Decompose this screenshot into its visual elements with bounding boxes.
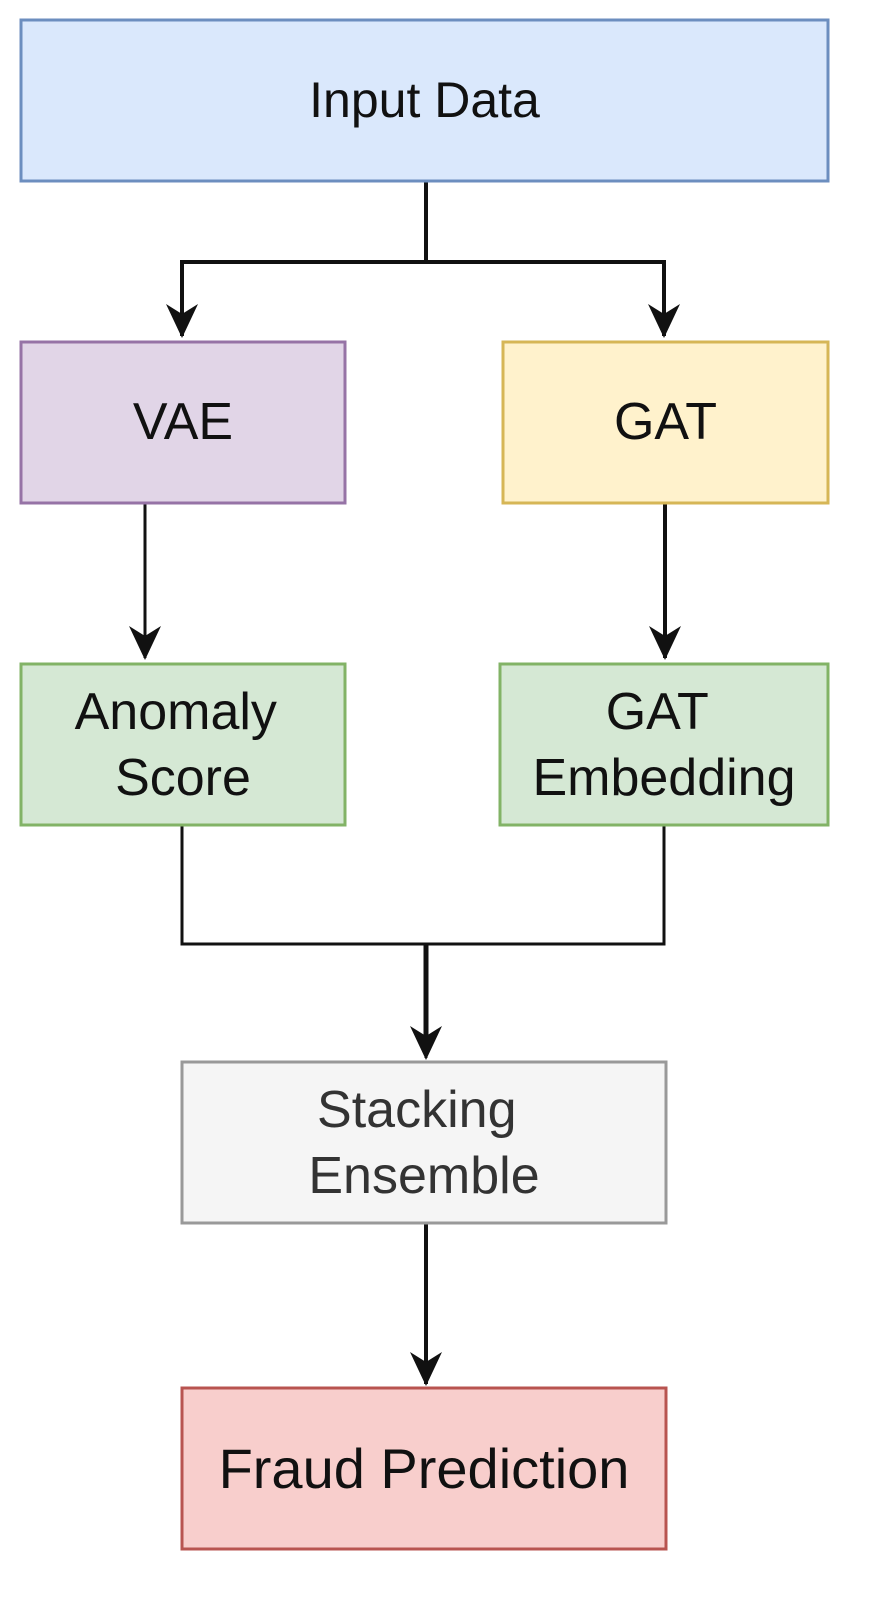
node-stacking-ensemble: Stacking Ensemble <box>180 1060 668 1225</box>
nodes: Input Data VAE GAT Anomaly Score <box>19 18 830 1551</box>
edge-input-to-vae <box>166 182 428 338</box>
node-anomaly-score-label: Anomaly Score <box>75 683 292 807</box>
node-gat-label: GAT <box>614 393 717 451</box>
node-fraud-prediction-box <box>180 1386 668 1551</box>
node-anomaly-score: Anomaly Score <box>19 662 347 827</box>
edge-input-to-gat <box>426 260 680 338</box>
node-stacking-ensemble-label: Stacking Ensemble <box>308 1081 539 1205</box>
node-input-data: Input Data <box>19 18 830 183</box>
edges <box>129 182 681 1386</box>
node-stacking-ensemble-box <box>180 1060 668 1225</box>
node-vae: VAE <box>19 340 347 505</box>
edge-anomaly-score-to-ensemble <box>180 826 442 1060</box>
node-input-data-label: Input Data <box>309 72 540 128</box>
node-input-data-box <box>19 18 830 183</box>
node-gat-embedding-box <box>498 662 830 827</box>
node-gat-embedding: GAT Embedding <box>498 662 830 827</box>
node-anomaly-score-box <box>19 662 347 827</box>
node-vae-label: VAE <box>133 393 233 451</box>
node-vae-box <box>19 340 347 505</box>
node-gat: GAT <box>501 340 830 505</box>
node-fraud-prediction: Fraud Prediction <box>180 1386 668 1551</box>
edge-gat-embedding-to-ensemble <box>426 826 666 946</box>
node-gat-box <box>501 340 830 505</box>
node-fraud-prediction-label: Fraud Prediction <box>219 1437 630 1500</box>
node-gat-embedding-label: GAT Embedding <box>532 683 795 807</box>
